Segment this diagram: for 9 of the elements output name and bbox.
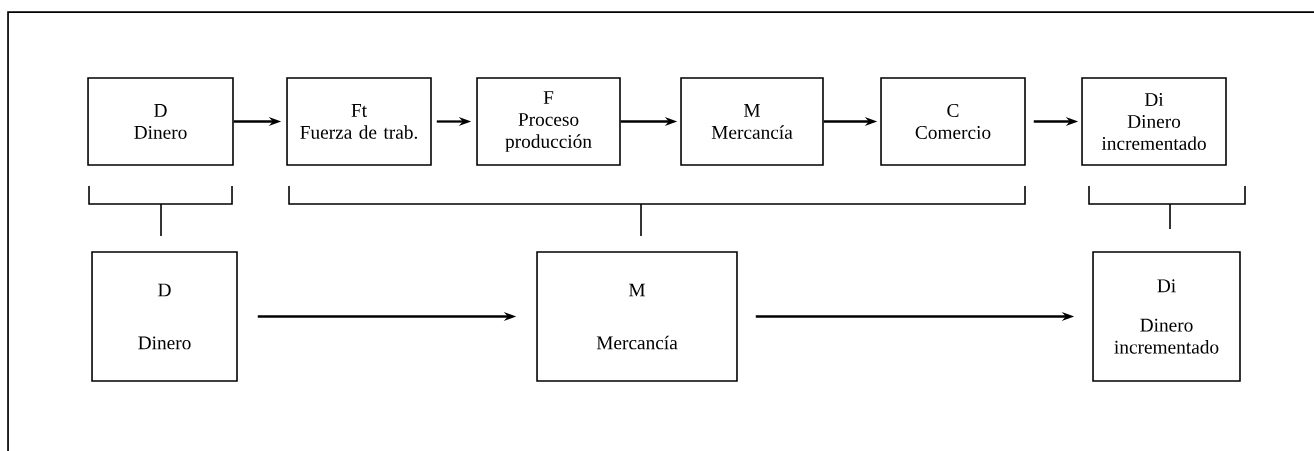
process-box: M Mercancía [536,251,738,382]
process-box: Di Dinero incrementado [1092,251,1241,382]
process-box: C Comercio [880,77,1026,166]
process-box: M Mercancía [680,77,824,166]
process-box: Ft Fuerza de trab. [286,77,432,166]
process-box: D Dinero [87,77,234,166]
process-box: Di Dinero incrementado [1081,77,1227,166]
process-box: F Proceso producción [476,77,621,166]
process-box: D Dinero [91,251,238,382]
